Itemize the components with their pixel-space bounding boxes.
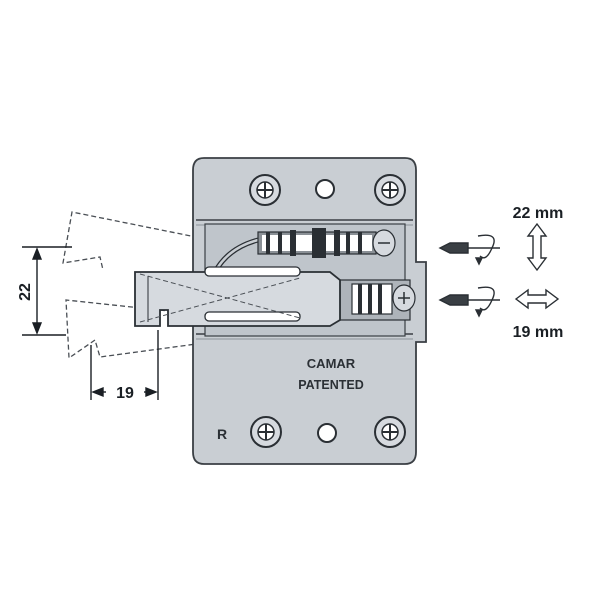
- vertical-dimension: [22, 246, 72, 336]
- mounting-hole-icon: [315, 179, 335, 199]
- phillips-screwdriver-icon: [438, 286, 500, 318]
- projection-lines: [139, 273, 301, 323]
- vertical-dimension-value: 22: [17, 283, 34, 301]
- horizontal-dimension: [90, 330, 159, 400]
- phillips-screw-icon: [374, 174, 406, 206]
- horizontal-dimension-value: 19: [116, 385, 134, 402]
- patent-label: PATENTED: [298, 378, 364, 392]
- phillips-screw-icon: [249, 174, 281, 206]
- horizontal-adjust-label: 19 mm: [513, 324, 564, 341]
- side-marker-label: R: [217, 426, 227, 442]
- horizontal-adjust-mechanism: [339, 279, 416, 321]
- double-arrow-vertical-icon: [526, 222, 548, 272]
- vertical-adjust-label: 22 mm: [513, 205, 564, 222]
- mounting-hole-icon: [317, 423, 337, 443]
- double-arrow-horizontal-icon: [514, 288, 560, 310]
- phillips-screwdriver-icon: [438, 234, 500, 266]
- vertical-adjust-mechanism: [212, 228, 396, 274]
- brand-label: CAMAR: [307, 356, 356, 371]
- hook-arm: [134, 266, 341, 327]
- phillips-screw-icon: [250, 416, 282, 448]
- phillips-screw-icon: [374, 416, 406, 448]
